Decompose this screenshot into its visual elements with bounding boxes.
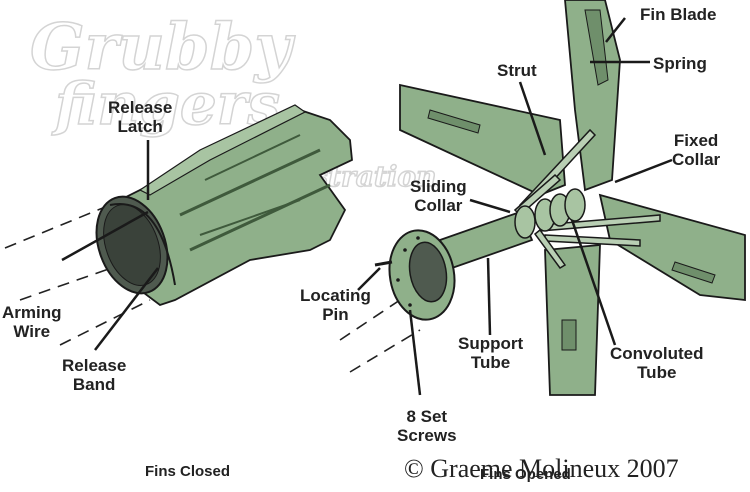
leader-support-tube [486,257,492,336]
end-flange-inner [408,241,448,303]
leader-arming-wire [61,210,149,262]
fin-blade-top [564,0,621,192]
label-spring: Spring [653,54,707,73]
watermark-line2: fingers [54,69,281,139]
locating-pin-shape [374,260,393,267]
closed-fin-slot-2 [189,183,331,252]
leader-convoluted-tube [570,219,617,346]
caption-fins-closed: Fins Closed [145,463,231,480]
closed-fin-top-ridge [138,104,307,196]
convoluted-tube-part [514,188,586,239]
closed-fin-slot-3 [204,134,301,181]
fin-blade-left-slot [427,109,481,134]
leader-strut [518,81,547,156]
watermark-line1: Grubby [29,9,292,86]
fin-blade-top-slot [584,9,609,86]
fin-blade-left [399,83,566,196]
caption-fins-opened: Fins Opened [480,466,571,483]
copyright-text: © Graeme Molineux 2007 [404,454,679,483]
leader-fin-blade [605,17,626,43]
closed-fin-slot-4 [199,199,301,236]
fins-opened-assembly [339,0,746,396]
closed-fin-slot-1 [179,148,321,217]
leader-locating-pin [357,267,381,291]
label-fin-blade: Fin Blade [640,5,717,24]
release-band-edge [109,203,176,286]
fins-closed-assembly [4,104,353,346]
label-strut: Strut [497,61,537,80]
open-dash-1 [339,299,401,341]
leader-set-screws [408,309,422,396]
set-screw-dots [396,236,420,307]
open-dash-2 [349,329,421,373]
leader-sliding-collar [469,198,511,214]
leader-fixed-collar [614,158,673,184]
closed-fin-body [118,109,353,307]
fin-blade-right [598,193,746,302]
arming-wire-dash-3 [59,299,151,346]
leader-release-band [94,267,159,351]
fin-blade-bottom-slot [561,319,577,351]
fin-blade-right-slot [671,261,716,284]
arming-wire-dash-2 [19,264,121,301]
